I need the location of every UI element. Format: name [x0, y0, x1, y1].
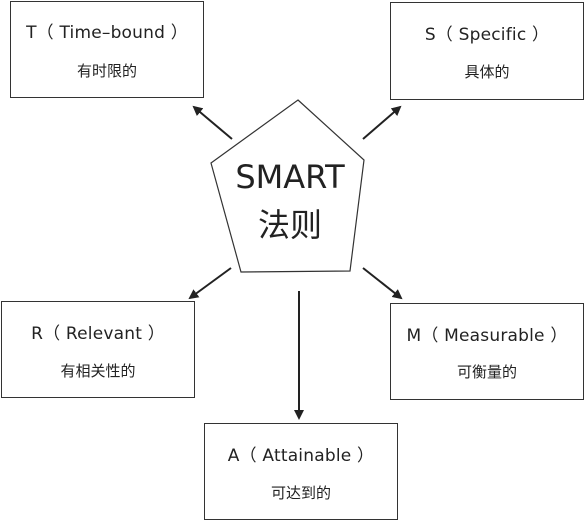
- time-bound-title: T（ Time–bound ）: [26, 23, 188, 43]
- relevant-title: R（ Relevant ）: [31, 324, 165, 344]
- arrow-to-measurable: [362, 267, 403, 300]
- box-attainable: A（ Attainable ） 可达到的: [204, 423, 398, 520]
- measurable-title: M（ Measurable ）: [406, 326, 568, 346]
- measurable-subtitle: 可衡量的: [456, 363, 517, 381]
- center-pentagon: [210, 99, 365, 273]
- box-specific: S（ Specific ） 具体的: [390, 2, 584, 100]
- center-title: SMART: [235, 158, 345, 196]
- arrow-to-relevant: [188, 267, 232, 300]
- arrow-to-time-bound: [192, 105, 233, 140]
- attainable-subtitle: 可达到的: [270, 484, 331, 502]
- time-bound-subtitle: 有时限的: [76, 62, 137, 80]
- center-subtitle: 法则: [257, 206, 322, 244]
- box-measurable: M（ Measurable ） 可衡量的: [390, 303, 584, 400]
- specific-subtitle: 具体的: [464, 63, 510, 81]
- relevant-subtitle: 有相关性的: [60, 362, 136, 380]
- box-time-bound: T（ Time–bound ） 有时限的: [10, 1, 204, 98]
- specific-title: S（ Specific ）: [424, 25, 550, 45]
- box-relevant: R（ Relevant ） 有相关性的: [1, 301, 195, 398]
- attainable-title: A（ Attainable ）: [227, 446, 375, 466]
- arrow-to-specific: [362, 105, 402, 140]
